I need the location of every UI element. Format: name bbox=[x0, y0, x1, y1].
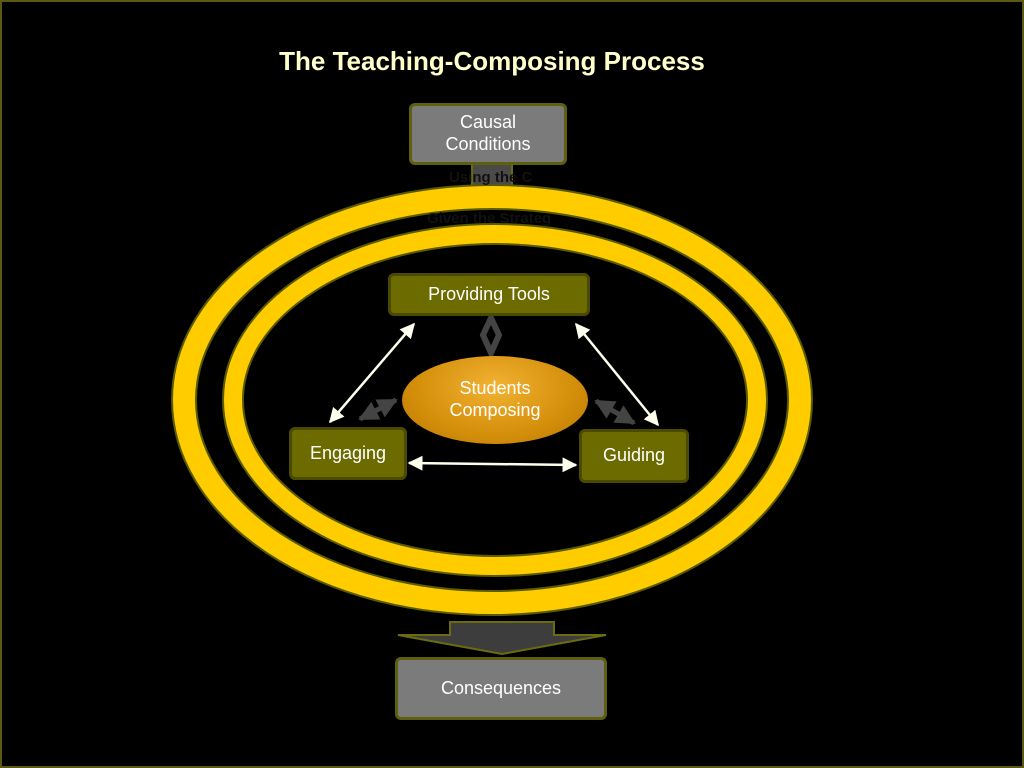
guiding-student-dim-arrow bbox=[594, 398, 636, 426]
guiding-box: Guiding bbox=[579, 429, 689, 483]
consequences-arrow bbox=[397, 621, 607, 656]
engaging-box: Engaging bbox=[289, 427, 407, 480]
consequences-box: Consequences bbox=[395, 657, 607, 720]
diagram-title: The Teaching-Composing Process bbox=[279, 46, 705, 76]
occluded-text-line-2: Given the Strateg bbox=[427, 210, 552, 227]
tools-engaging-arrow bbox=[329, 322, 415, 424]
outer-ring-band bbox=[173, 186, 811, 614]
tools-guiding-arrow bbox=[575, 322, 659, 427]
tools-student-double-arrow bbox=[479, 310, 503, 361]
inner-ring-band bbox=[224, 225, 766, 575]
engaging-guiding-arrow bbox=[407, 455, 578, 473]
students-composing-ellipse: Students Composing bbox=[402, 356, 588, 444]
occluded-text-line-1: Using the C bbox=[449, 169, 533, 186]
providing-tools-box: Providing Tools bbox=[388, 273, 590, 316]
engaging-student-dim-arrow bbox=[358, 397, 398, 422]
causal-conditions-box: Causal Conditions bbox=[409, 103, 567, 165]
